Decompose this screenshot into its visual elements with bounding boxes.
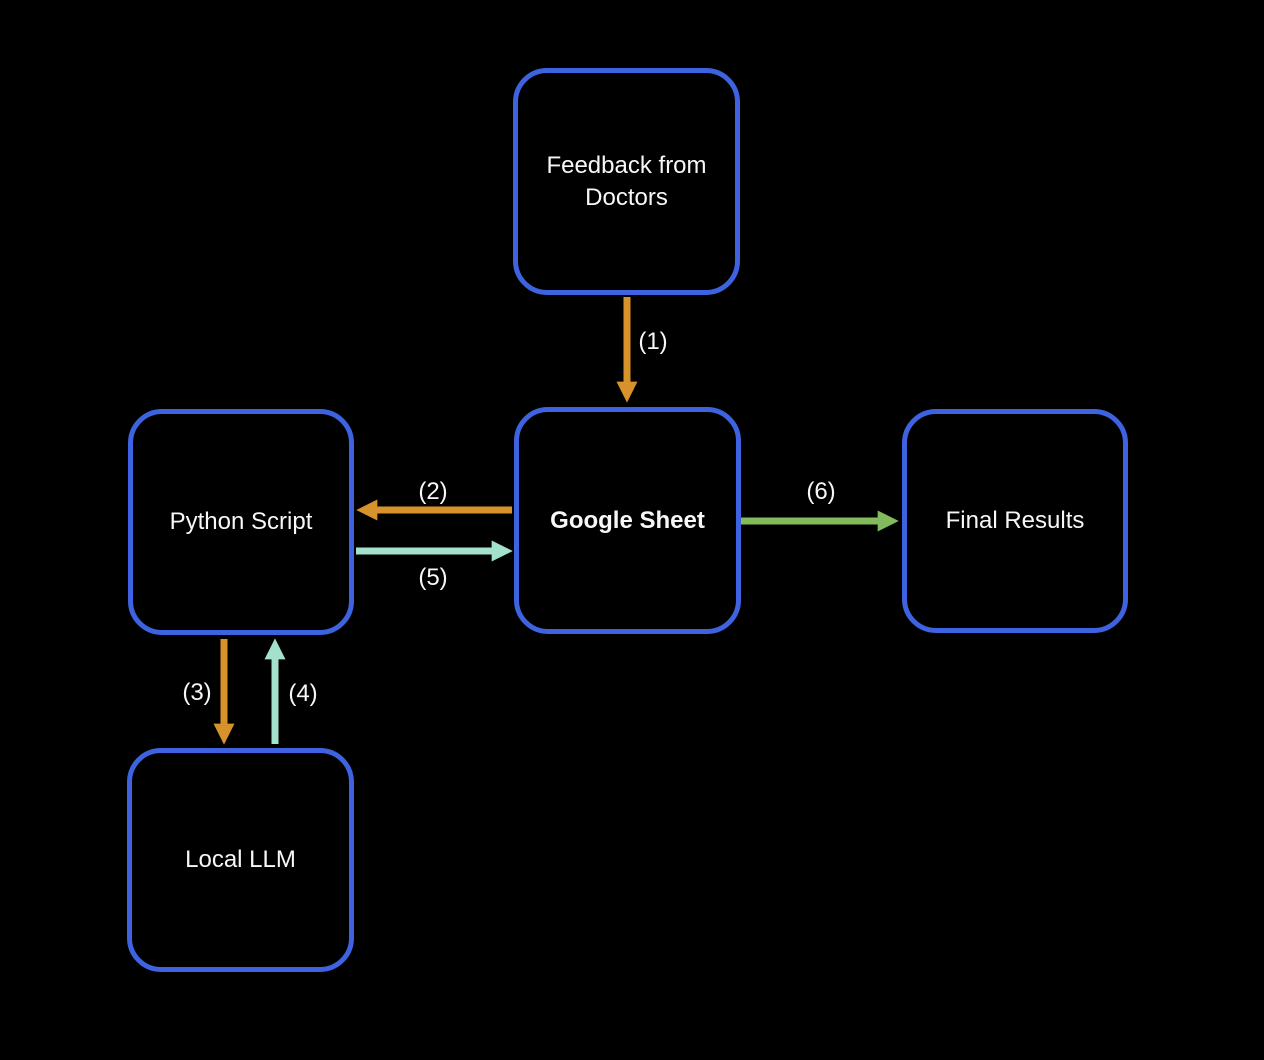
node-python-script-label: Python Script: [169, 508, 313, 536]
node-final-results-label: Final Results: [945, 507, 1085, 535]
node-python-script: Python Script: [128, 409, 354, 635]
edge-5-label: (5): [418, 564, 448, 591]
edge-6-label: (6): [806, 478, 836, 505]
edge-4-label: (4): [288, 680, 318, 707]
node-final-results: Final Results: [902, 409, 1128, 633]
node-local-llm: Local LLM: [127, 748, 354, 972]
edge-3-label: (3): [182, 679, 212, 706]
edge-1-label: (1): [638, 328, 668, 355]
edge-2-label: (2): [418, 478, 448, 505]
node-feedback-from-doctors-label: Feedback from Doctors: [546, 151, 707, 211]
node-local-llm-label: Local LLM: [185, 846, 296, 874]
node-google-sheet-label: Google Sheet: [550, 506, 705, 534]
node-feedback-from-doctors: Feedback from Doctors: [513, 68, 740, 295]
node-google-sheet: Google Sheet: [514, 407, 741, 634]
